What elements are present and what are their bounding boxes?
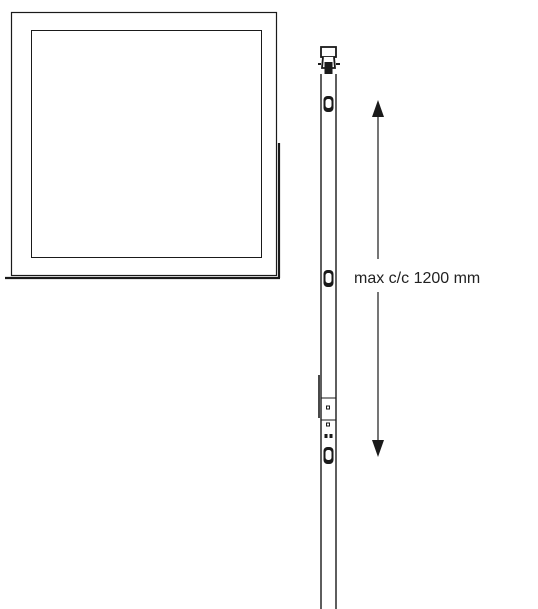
rail-clip [323, 96, 334, 112]
panel-frame [5, 11, 281, 280]
vertical-rail [318, 46, 340, 609]
rail-hole [326, 422, 330, 427]
rail-hole [324, 434, 328, 438]
panel-inner-edge [31, 30, 262, 258]
arrow-head-down [372, 440, 384, 457]
dimension-arrow [372, 100, 384, 457]
rail-hole [329, 434, 333, 438]
rail-hole [326, 405, 330, 410]
rail-clip [323, 270, 334, 287]
panel-outer-edge [10, 11, 278, 277]
rail-slot-plate [320, 397, 337, 421]
rail-top-cap [318, 46, 340, 74]
arrow-head-up [372, 100, 384, 117]
rail-clip [323, 447, 334, 464]
dimension-label: max c/c 1200 mm [354, 270, 481, 287]
